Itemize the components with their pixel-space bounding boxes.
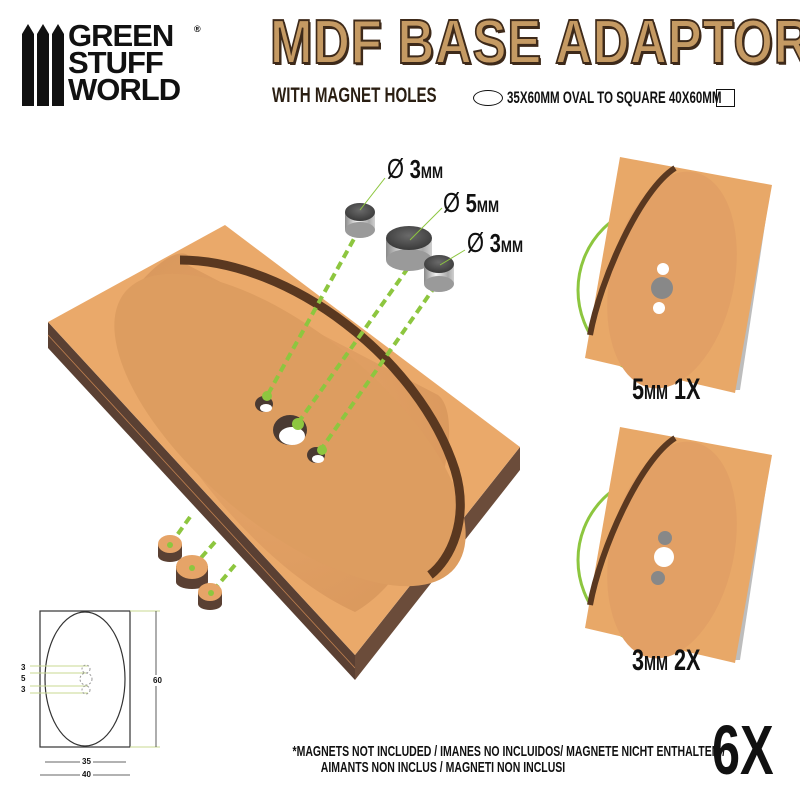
magnet-3mm-top xyxy=(345,203,375,238)
magnet-5mm xyxy=(386,226,432,271)
magnet-label-3mm-bottom: Ø 3MM xyxy=(467,227,524,258)
dim-hole-5: 5 xyxy=(21,674,26,683)
technical-drawing xyxy=(30,610,160,776)
magnet-guide-lines xyxy=(265,227,438,450)
magnet-3mm-bottom xyxy=(424,255,454,292)
brand-name: GREEN STUFF WORLD xyxy=(68,18,181,107)
registered-mark: ® xyxy=(194,24,201,34)
label-leader-lines xyxy=(359,177,466,266)
pack-quantity: 6X xyxy=(712,711,774,789)
brand-line-stuff: STUFF xyxy=(68,45,164,80)
dim-hole-3-bottom: 3 xyxy=(21,685,26,694)
dim-hole-3-top: 3 xyxy=(21,663,26,672)
subtitle: WITH MAGNET HOLES xyxy=(272,84,437,107)
dim-square-width: 40 xyxy=(80,770,93,779)
disclaimer-line-2: AIMANTS NON INCLUS / MAGNETI NON INCLUSI xyxy=(320,759,566,776)
variant-caption-5mm: 5MM 1X xyxy=(632,373,701,406)
magnet-label-5mm: Ø 5MM xyxy=(443,187,500,218)
variant-caption-3mm: 3MM 2X xyxy=(632,644,701,677)
size-spec: 35X60MM OVAL TO SQUARE 40X60MM xyxy=(473,88,735,108)
mdf-plugs xyxy=(158,515,237,610)
dim-oval-width: 35 xyxy=(80,757,93,766)
brand-line-green: GREEN xyxy=(68,18,174,53)
magnet-label-3mm-top: Ø 3MM xyxy=(387,153,444,184)
brand-line-world: WORLD xyxy=(68,72,181,107)
pencil-bars-icon xyxy=(22,24,64,106)
dim-height: 60 xyxy=(153,675,162,686)
disclaimer-line-1: *MAGNETS NOT INCLUDED / IMANES NO INCLUI… xyxy=(292,743,726,760)
variant-5mm-illustration xyxy=(576,157,772,393)
variant-3mm-illustration xyxy=(576,427,772,663)
square-shape-icon xyxy=(716,89,735,107)
disclaimer: *MAGNETS NOT INCLUDED / IMANES NO INCLUI… xyxy=(228,743,726,776)
brand-logo: GREEN STUFF WORLD ® xyxy=(22,18,201,112)
oval-shape-icon xyxy=(473,90,503,106)
mdf-base-board xyxy=(47,225,520,680)
